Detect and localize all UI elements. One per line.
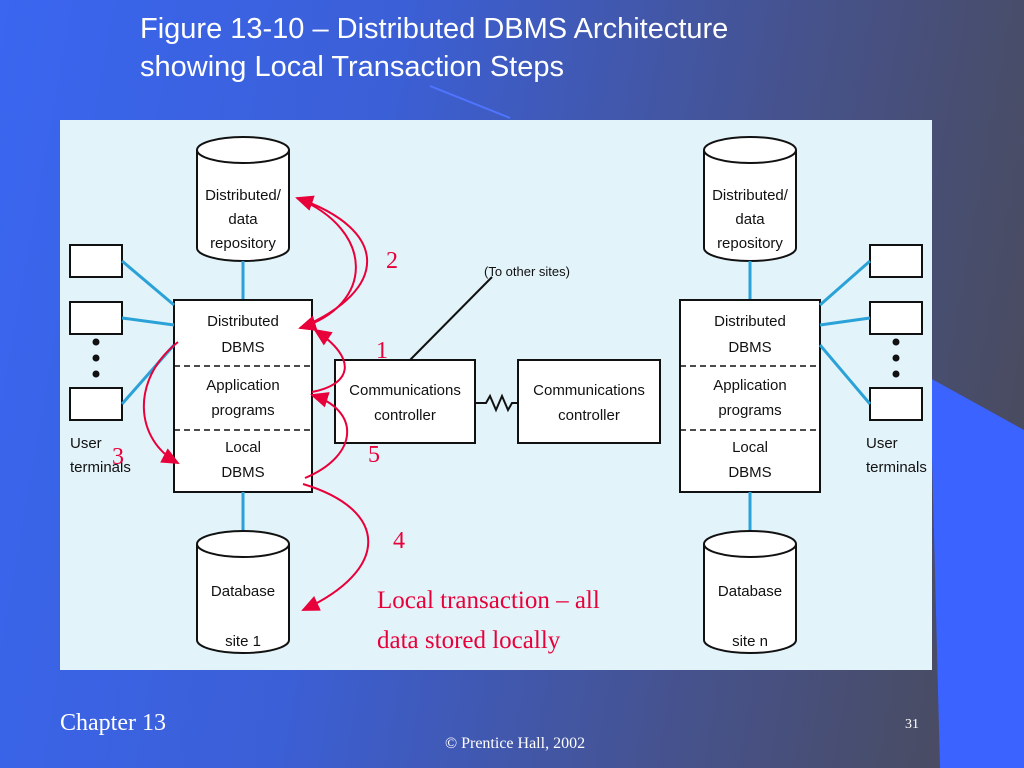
right-repository-label-1: Distributed/	[712, 187, 789, 204]
left-database-label-1: Database	[211, 583, 275, 600]
left-distributed-dbms-label-1: Distributed	[207, 313, 279, 330]
left-terminal-2	[69, 301, 123, 335]
left-repository-label-3: repository	[210, 235, 276, 252]
left-repository-label-1: Distributed/	[205, 187, 282, 204]
right-database-label-1: Database	[718, 583, 782, 600]
step-label-2: 2	[386, 248, 398, 274]
right-communications-controller: Communications controller	[517, 359, 661, 444]
decor-corner-shape	[930, 378, 1024, 768]
right-user-terminals-label-1: User	[866, 435, 898, 452]
step-1-arrow	[311, 328, 346, 393]
left-user-terminals-label-2: terminals	[70, 459, 131, 476]
left-user-terminals-label-1: User	[70, 435, 102, 452]
right-repository-label-2: data	[735, 211, 765, 228]
right-database-cylinder: Database site n	[703, 530, 797, 654]
page-number: 31	[905, 717, 919, 732]
right-local-dbms-label-1: Local	[732, 439, 768, 456]
right-repository-cylinder: Distributed/ data repository	[703, 136, 797, 262]
slide-title: Figure 13-10 – Distributed DBMS Architec…	[140, 10, 920, 86]
right-distributed-dbms-label-2: DBMS	[728, 339, 771, 356]
right-application-programs-label-2: programs	[718, 402, 781, 419]
comm-link-line	[475, 393, 518, 413]
left-comm-label-2: controller	[374, 407, 436, 424]
right-application-programs-label-1: Application	[713, 377, 786, 394]
right-repository-label-3: repository	[717, 235, 783, 252]
to-other-sites-line	[409, 276, 493, 361]
footer-chapter: Chapter 13	[60, 710, 166, 736]
left-terminal-3	[69, 387, 123, 421]
left-dbms-stack: Distributed DBMS Application programs Lo…	[173, 299, 313, 493]
right-database-label-2: site n	[732, 633, 768, 650]
left-database-cylinder: Database site 1	[196, 530, 290, 654]
step-2-arrow-down	[296, 197, 357, 331]
title-line-1: Figure 13-10 – Distributed DBMS Architec…	[140, 13, 729, 45]
right-user-terminals-label-2: terminals	[866, 459, 927, 476]
left-terminal-1	[69, 244, 123, 278]
annotation-line-2: data stored locally	[377, 627, 561, 654]
right-dbms-stack: Distributed DBMS Application programs Lo…	[679, 299, 821, 493]
right-comm-label-2: controller	[558, 407, 620, 424]
left-distributed-dbms-label-2: DBMS	[221, 339, 264, 356]
right-user-terminals: User terminals	[818, 244, 927, 476]
dbms-architecture-diagram: Distributed/ data repository Distributed…	[69, 136, 927, 654]
diagram-panel: Distributed/ data repository Distributed…	[60, 120, 932, 670]
step-label-5: 5	[368, 442, 380, 468]
left-communications-controller: Communications controller	[334, 359, 476, 444]
right-comm-label-1: Communications	[533, 382, 645, 399]
to-other-sites-label: (To other sites)	[484, 264, 570, 279]
step-5-arrow	[304, 392, 349, 479]
right-terminal-1	[869, 244, 923, 278]
left-comm-label-1: Communications	[349, 382, 461, 399]
left-database-label-2: site 1	[225, 633, 261, 650]
right-local-dbms-label-2: DBMS	[728, 464, 771, 481]
left-application-programs-label-2: programs	[211, 402, 274, 419]
step-arrows	[142, 195, 370, 611]
left-repository-label-2: data	[228, 211, 258, 228]
footer-copyright: © Prentice Hall, 2002	[444, 735, 586, 752]
left-application-programs-label-1: Application	[206, 377, 279, 394]
left-local-dbms-label-2: DBMS	[221, 464, 264, 481]
step-3-arrow	[142, 341, 180, 464]
step-4-arrow	[301, 483, 370, 611]
annotation-line-1: Local transaction – all	[377, 587, 600, 614]
step-label-3: 3	[112, 444, 124, 470]
decor-line	[429, 85, 511, 119]
right-terminal-3	[869, 387, 923, 421]
left-repository-cylinder: Distributed/ data repository	[196, 136, 290, 262]
step-label-4: 4	[393, 528, 405, 554]
right-terminal-2	[869, 301, 923, 335]
title-line-2: showing Local Transaction Steps	[140, 51, 564, 83]
left-local-dbms-label-1: Local	[225, 439, 261, 456]
left-user-terminals: User terminals	[69, 244, 176, 476]
step-label-1: 1	[376, 338, 388, 364]
right-distributed-dbms-label-1: Distributed	[714, 313, 786, 330]
